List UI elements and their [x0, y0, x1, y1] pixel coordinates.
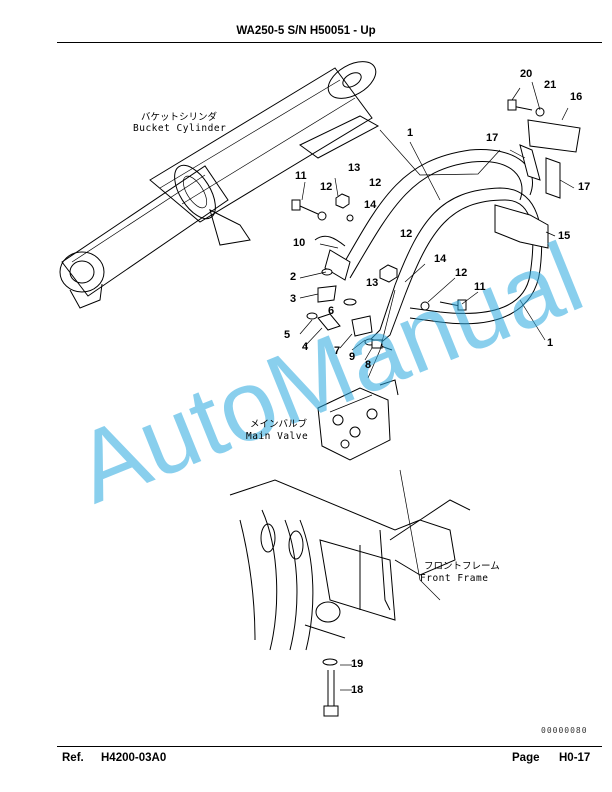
callout-13: 13 — [348, 162, 361, 174]
callout-20: 20 — [520, 68, 533, 80]
footer-ref-code: H4200-03A0 — [101, 752, 167, 764]
leader-lines — [299, 81, 575, 691]
main-valve-label-jp: メインバルブ — [250, 419, 308, 430]
callout-16: 16 — [570, 91, 583, 103]
callout-21: 21 — [544, 79, 557, 91]
callout-1: 1 — [547, 337, 554, 349]
callout-12: 12 — [369, 177, 382, 189]
callout-12: 12 — [455, 267, 468, 279]
callout-19: 19 — [351, 658, 364, 670]
callout-6: 6 — [328, 305, 335, 317]
callout-10: 10 — [293, 237, 306, 249]
fittings-hardware — [291, 193, 467, 351]
callout-15: 15 — [558, 230, 571, 242]
illustration-code: 00000080 — [541, 726, 588, 735]
callout-9: 9 — [349, 351, 356, 363]
bucket-cylinder-label-jp: バケットシリンダ — [141, 112, 218, 123]
bucket-cylinder — [59, 61, 380, 309]
header-rule — [57, 42, 602, 43]
callout-7: 7 — [334, 345, 341, 357]
front-frame-label: Front Frame — [420, 573, 489, 584]
callout-11: 11 — [474, 281, 486, 293]
callout-17: 17 — [578, 181, 591, 193]
front-frame — [229, 479, 471, 717]
callout-1: 1 — [407, 127, 414, 139]
callout-14: 14 — [364, 199, 377, 211]
callout-11: 11 — [295, 170, 307, 182]
main-valve — [317, 379, 399, 461]
callout-14: 14 — [434, 253, 447, 265]
callout-4: 4 — [302, 341, 309, 353]
callout-12: 12 — [400, 228, 413, 240]
callout-13: 13 — [366, 277, 379, 289]
bucket-cylinder-label: Bucket Cylinder — [133, 123, 227, 134]
callout-18: 18 — [351, 684, 364, 696]
footer-page-number: H0-17 — [559, 752, 591, 764]
footer-ref-label: Ref. — [62, 752, 84, 764]
footer-rule — [57, 746, 602, 747]
main-valve-label: Main Valve — [246, 431, 309, 442]
callout-5: 5 — [284, 329, 291, 341]
page-title: WA250-5 S/N H50051 - Up — [236, 25, 376, 37]
callout-17: 17 — [486, 132, 499, 144]
callout-2: 2 — [290, 271, 297, 283]
footer-page-label: Page — [512, 752, 540, 764]
front-frame-label-jp: フロントフレーム — [424, 561, 500, 572]
callout-12: 12 — [320, 181, 333, 193]
clamp-assembly — [494, 99, 581, 249]
callout-3: 3 — [290, 293, 297, 305]
callout-8: 8 — [365, 359, 372, 371]
